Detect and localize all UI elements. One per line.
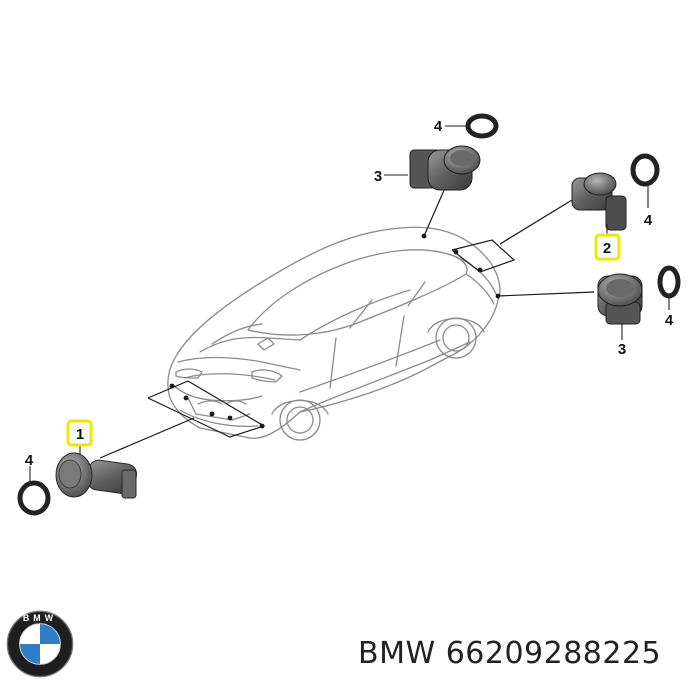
callout-number: 3	[618, 341, 626, 358]
callout-number: 1	[76, 426, 84, 443]
callout-number: 4	[665, 312, 674, 329]
part-caption: BMW 66209288225	[358, 636, 661, 671]
callout-number: 4	[25, 452, 34, 469]
part-number: 66209288225	[445, 636, 662, 671]
callout-number: 2	[603, 240, 611, 257]
bmw-logo: BMW	[6, 610, 74, 678]
logo-lettering: BMW	[23, 613, 57, 623]
sensor-part-3-top	[409, 145, 481, 191]
ring-part-4-front	[17, 480, 51, 516]
callout-number: 4	[644, 212, 653, 229]
ring-part-4-rear	[630, 153, 660, 187]
callout-2-highlight	[594, 233, 621, 261]
leader-lines	[99, 187, 595, 459]
callout-number: 3	[374, 168, 382, 185]
brand-name: BMW	[358, 636, 436, 671]
sensor-part-2	[571, 172, 627, 231]
mount-points	[169, 233, 501, 429]
sensor-part-1	[55, 452, 138, 499]
sensor-part-3-side	[597, 273, 643, 325]
callout-number: 4	[434, 118, 443, 135]
ring-part-4-top	[465, 113, 499, 139]
car-outline	[167, 226, 501, 441]
ring-part-4-side	[657, 265, 681, 299]
callout-1-highlight	[66, 419, 93, 447]
callout-leaders	[29, 125, 670, 484]
